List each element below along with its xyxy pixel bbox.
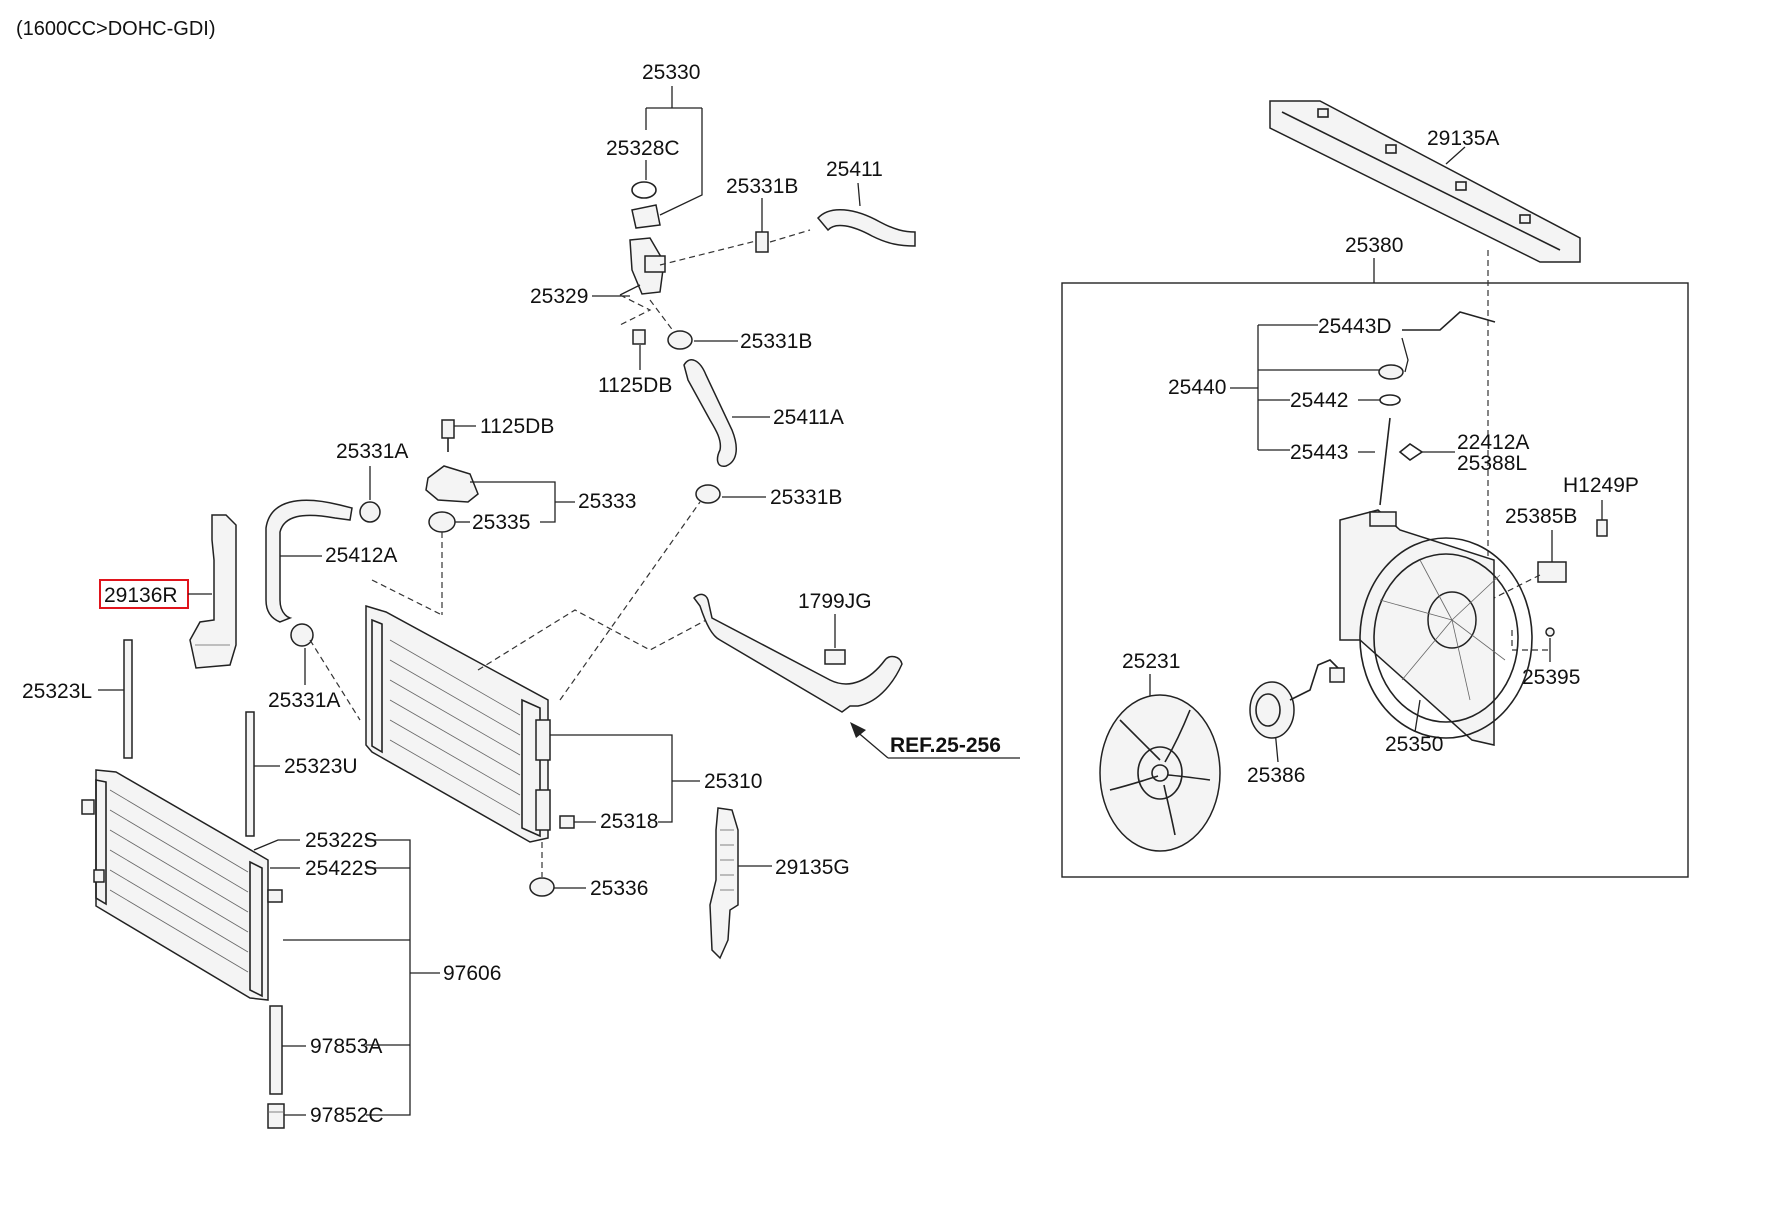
condenser-97606[interactable] (81, 769, 283, 1001)
fan-shroud-25350[interactable] (1339, 509, 1533, 746)
engine-spec-header: (1600CC>DOHC-GDI) (16, 18, 215, 40)
label-25350: 25350 (1385, 733, 1443, 756)
upper-bracket-29135A[interactable] (1269, 100, 1581, 263)
clamp-25331A-b[interactable] (290, 623, 314, 647)
bracket-25333[interactable] (425, 465, 479, 503)
label-25411: 25411 (826, 158, 883, 181)
label-25331B-b: 25331B (740, 330, 812, 353)
fan-blade-25231[interactable] (1099, 694, 1221, 852)
fan-motor-25386[interactable] (1249, 659, 1345, 739)
label-H1249P: H1249P (1563, 474, 1639, 497)
label-25323U: 25323U (284, 755, 358, 778)
filler-neck-25329[interactable] (619, 237, 666, 296)
label-25412A: 25412A (325, 544, 397, 567)
label-25386: 25386 (1247, 764, 1305, 787)
air-guard-29136R[interactable] (189, 514, 237, 669)
clamp-25331B-b[interactable] (667, 330, 693, 350)
clamp-25331B-c[interactable] (695, 484, 721, 504)
seal-25328C[interactable] (631, 181, 657, 199)
label-25422S: 25422S (305, 857, 377, 880)
label-25395: 25395 (1522, 666, 1580, 689)
clamp-25331B-a[interactable] (755, 231, 769, 253)
cap-97852C[interactable] (267, 1103, 285, 1129)
label-25335: 25335 (472, 511, 530, 534)
insulator-25335[interactable] (428, 511, 456, 533)
label-97852C: 97852C (310, 1104, 384, 1127)
label-29136R: 29136R (104, 584, 178, 607)
clip-25395[interactable] (1545, 627, 1555, 662)
wire-25443D[interactable] (1402, 311, 1496, 331)
radiator-cap-25330[interactable] (631, 204, 661, 229)
label-25331A-a: 25331A (336, 440, 408, 463)
label-29135G: 29135G (775, 856, 850, 879)
label-25442: 25442 (1290, 389, 1348, 412)
pipe-ref-25-256[interactable] (693, 593, 903, 713)
side-bracket-29135G[interactable] (709, 807, 739, 960)
label-1799JG: 1799JG (798, 590, 872, 613)
label-25443D: 25443D (1318, 315, 1392, 338)
receiver-drier-97853A[interactable] (269, 1005, 283, 1095)
tag-25388L[interactable] (1398, 443, 1424, 461)
label-25331B-a: 25331B (726, 175, 798, 198)
seal-25323L[interactable] (123, 639, 133, 759)
label-25440: 25440 (1168, 376, 1226, 399)
drain-plug-25318[interactable] (559, 815, 575, 829)
label-25411A: 25411A (773, 406, 844, 429)
label-25333: 25333 (578, 490, 636, 513)
clip-1799JG[interactable] (824, 649, 846, 665)
hose-25411A[interactable] (683, 359, 738, 467)
wire-25443[interactable] (1379, 417, 1391, 506)
label-25329: 25329 (530, 285, 588, 308)
label-1125DB-a: 1125DB (598, 374, 672, 397)
label-22412A: 22412A (1457, 431, 1529, 454)
grommet-25442-top[interactable] (1378, 364, 1404, 380)
label-25331B-c: 25331B (770, 486, 842, 509)
label-25323L: 25323L (22, 680, 92, 703)
label-25380: 25380 (1345, 234, 1403, 257)
label-25443: 25443 (1290, 441, 1348, 464)
bolt-1125DB-a[interactable] (632, 329, 646, 345)
label-25331A-b: 25331A (268, 689, 340, 712)
hose-25412A[interactable] (265, 499, 353, 623)
bolt-H1249P[interactable] (1596, 500, 1608, 537)
ref-arrow-head (850, 722, 866, 738)
label-25328C: 25328C (606, 137, 680, 160)
label-25385B: 25385B (1505, 505, 1577, 528)
radiator-25310[interactable] (365, 604, 551, 843)
label-25336: 25336 (590, 877, 648, 900)
insulator-25336[interactable] (529, 877, 555, 897)
label-25388L: 25388L (1457, 452, 1527, 475)
seal-25323U[interactable] (245, 711, 255, 837)
label-25310: 25310 (704, 770, 762, 793)
o-ring-25442[interactable] (1379, 394, 1401, 406)
label-25322S: 25322S (305, 829, 377, 852)
label-1125DB-b: 1125DB (480, 415, 554, 438)
label-25231: 25231 (1122, 650, 1180, 673)
clamp-25331A-a[interactable] (359, 501, 381, 523)
resistor-25385B[interactable] (1537, 530, 1567, 583)
label-97853A: 97853A (310, 1035, 382, 1058)
label-25330: 25330 (642, 61, 700, 84)
fan-assembly-box (1061, 282, 1689, 878)
bolt-1125DB-b[interactable] (441, 419, 455, 452)
reference-REF-25-256[interactable]: REF.25-256 (890, 734, 1001, 757)
label-97606: 97606 (443, 962, 501, 985)
label-25318: 25318 (600, 810, 658, 833)
label-29135A: 29135A (1427, 127, 1499, 150)
hose-25411[interactable] (817, 208, 916, 247)
